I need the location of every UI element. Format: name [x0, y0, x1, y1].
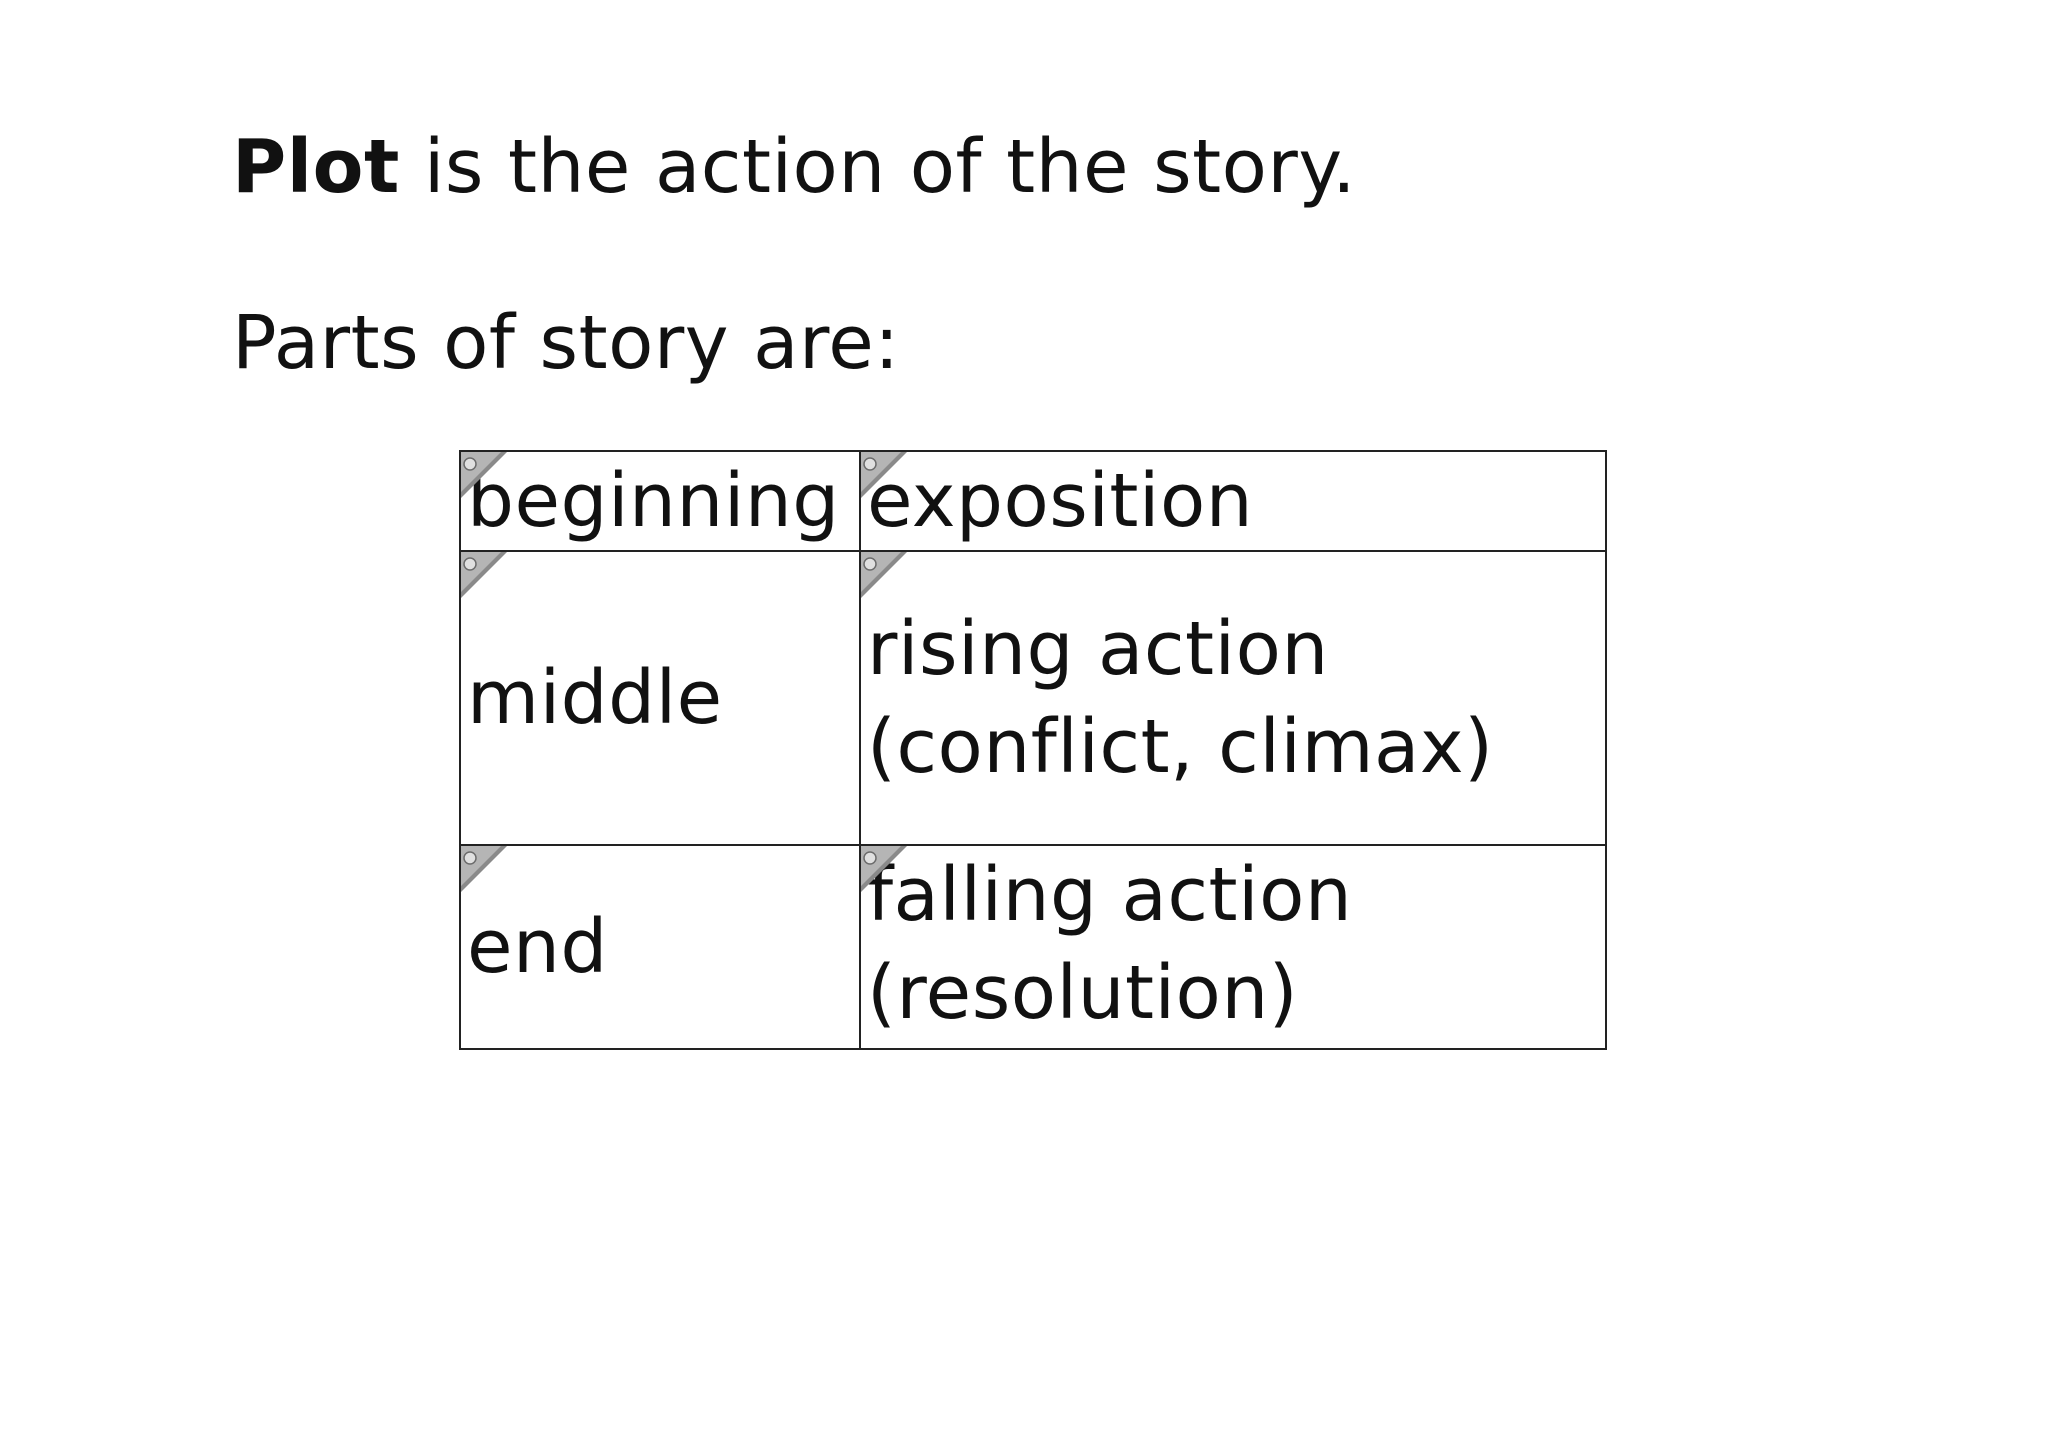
part-label: middle [467, 655, 723, 741]
description-line: rising action [867, 606, 1329, 692]
plot-term: Plot [232, 124, 400, 210]
description-line: (conflict, climax) [867, 704, 1494, 790]
parts-heading: Parts of story are: [232, 300, 900, 386]
table-row: end falling action (resolution) [459, 844, 1607, 1050]
page-curl-icon [461, 552, 507, 598]
page-curl-icon [861, 552, 907, 598]
page-curl-icon [461, 846, 507, 892]
table-cell-description: rising action (conflict, climax) [859, 550, 1607, 846]
description-line: falling action [867, 852, 1353, 938]
description-line: exposition [867, 458, 1254, 544]
table-cell-description: exposition [859, 450, 1607, 552]
table-row: beginning exposition [459, 450, 1607, 552]
plot-definition-text: is the action of the story. [399, 124, 1357, 210]
plot-definition: Plot is the action of the story. [232, 130, 1356, 204]
table-cell-part: end [459, 844, 861, 1050]
story-parts-table: beginning exposition middle rising actio… [459, 450, 1607, 1050]
description-line: (resolution) [867, 950, 1299, 1036]
table-cell-description: falling action (resolution) [859, 844, 1607, 1050]
table-cell-part: middle [459, 550, 861, 846]
part-label: beginning [467, 458, 840, 544]
part-label: end [467, 904, 608, 990]
table-row: middle rising action (conflict, climax) [459, 550, 1607, 846]
table-cell-part: beginning [459, 450, 861, 552]
